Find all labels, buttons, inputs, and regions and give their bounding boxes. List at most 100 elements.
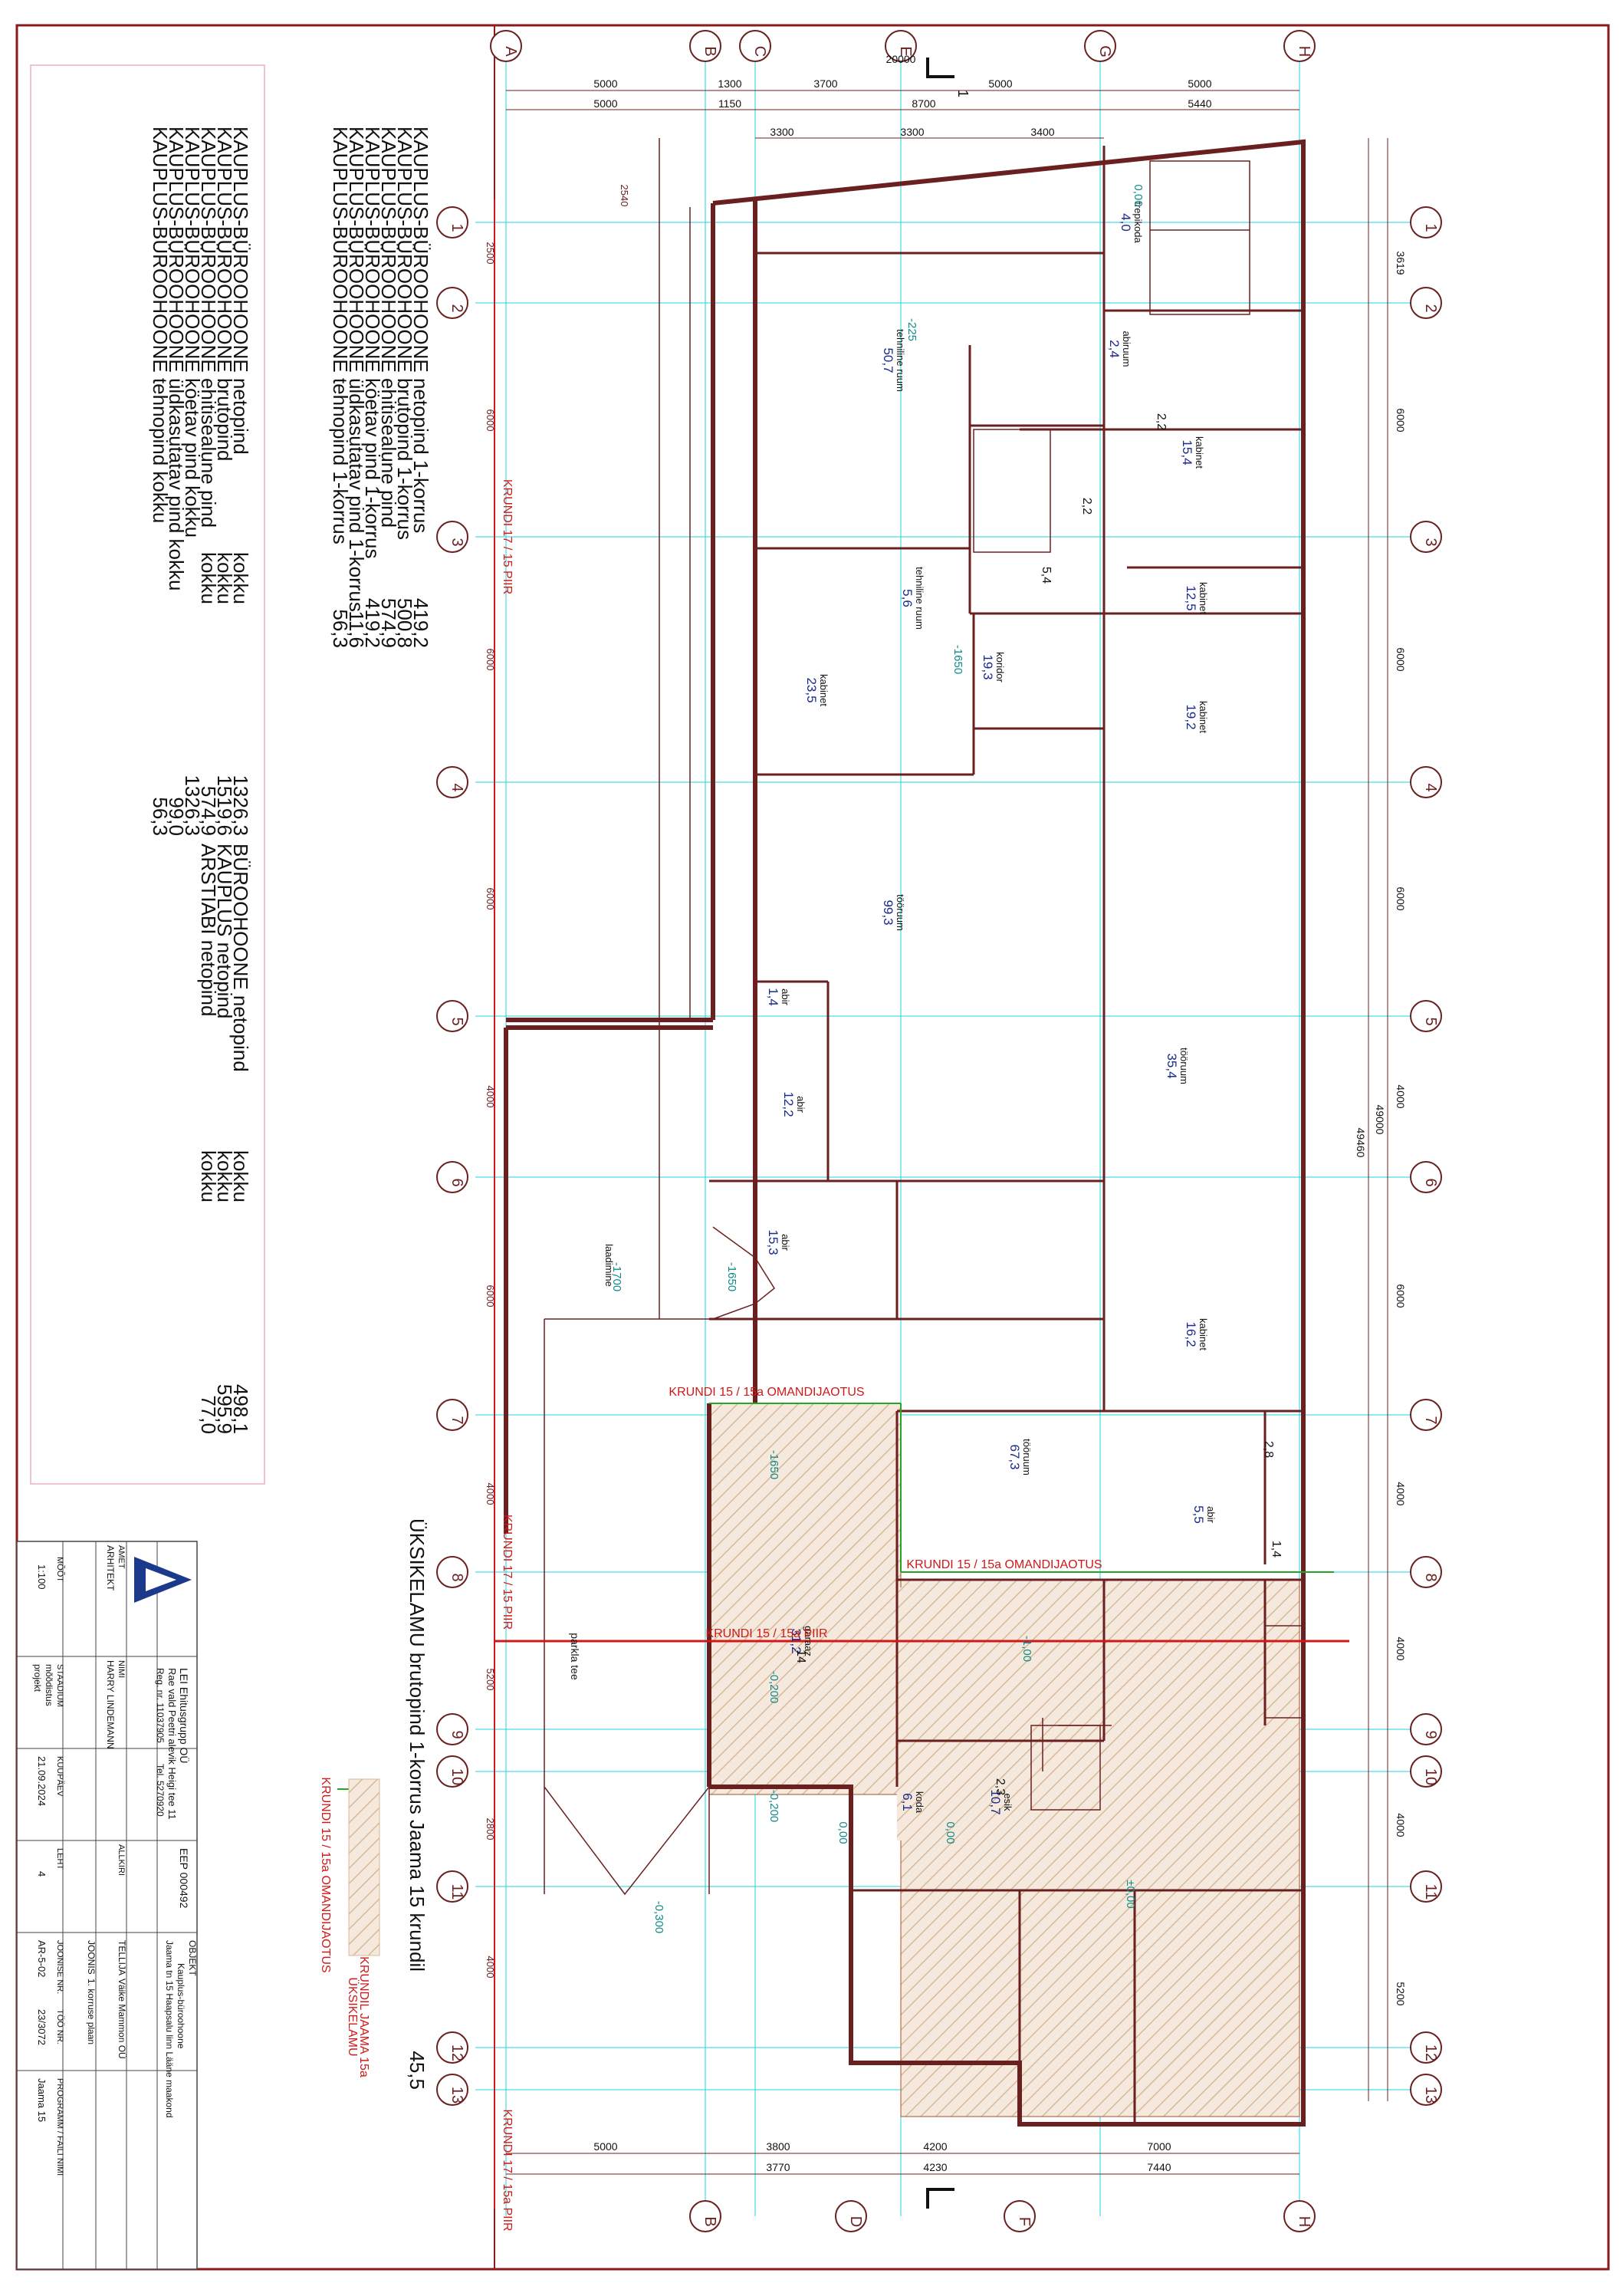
grid-row-label: 11 bbox=[448, 1884, 465, 1900]
grid-bubble-row bbox=[436, 2031, 468, 2064]
wc-area: 2,8 bbox=[1262, 1441, 1275, 1458]
plot-label: KRUNDI 17 / 15 PIIR bbox=[501, 479, 514, 594]
room-area: 12,2 bbox=[781, 1091, 796, 1117]
section-mark-label: 1 bbox=[955, 90, 971, 97]
dimension-text: 5000 bbox=[593, 2140, 617, 2153]
summary-text: KAUPLUS-BÜROOHOONE tehnopind 1-korrus bbox=[329, 127, 352, 544]
house-legend: ÜKSIKELAMU brutopind 1-korrus Jaama 15 k… bbox=[319, 1518, 429, 2090]
summary-text: KAUPLUS-BÜROOHOONE köetav pind 1-korrus bbox=[361, 127, 384, 559]
level-marker: 0,00 bbox=[836, 1821, 849, 1844]
level-marker: -0,200 bbox=[767, 1671, 780, 1704]
dimension-text: 4230 bbox=[923, 2161, 947, 2173]
grid-bubble-column bbox=[1283, 30, 1316, 62]
grid-bubble-column bbox=[885, 30, 917, 62]
plot-label: KRUNDI 15 / 15a OMANDIJAOTUS bbox=[669, 1386, 864, 1399]
dimension-text: 6000 bbox=[485, 649, 496, 671]
summary-text: KAUPLUS-BÜROOHOONE tehnopind kokku bbox=[149, 127, 172, 523]
room-area: 10,7 bbox=[988, 1789, 1003, 1814]
title-block-text: MÕÕT bbox=[55, 1557, 65, 1582]
summary-text: 77,0 bbox=[197, 1395, 220, 1434]
dimension-text: 3770 bbox=[766, 2161, 790, 2173]
grid-row-label: 7 bbox=[448, 1416, 465, 1424]
title-block-text: Jaama 15 bbox=[36, 2078, 48, 2122]
summary-text: ARSTIABI netopind bbox=[197, 844, 220, 1016]
dimension-text: 6000 bbox=[1395, 647, 1407, 671]
title-block-text: 1:100 bbox=[36, 1564, 48, 1590]
title-block-text: TÖÖ NR. bbox=[55, 2009, 64, 2044]
grid-column-label: H bbox=[1296, 46, 1313, 57]
dimension-text: 3700 bbox=[813, 77, 837, 90]
grid-bubble-row bbox=[1410, 1556, 1442, 1588]
house-area-value: 45,5 bbox=[406, 2051, 429, 2090]
level-marker: -1650 bbox=[725, 1262, 738, 1291]
level-marker: -225 bbox=[905, 318, 918, 341]
wc-area: 1,4 bbox=[1270, 1541, 1283, 1558]
sheet-border bbox=[15, 24, 1610, 2271]
room-name: garaaz bbox=[803, 1626, 814, 1656]
grid-bubble-row bbox=[1410, 287, 1442, 319]
title-block-text: LEI Ehitusgrupp OÜ bbox=[178, 1668, 191, 1764]
level-marker: 0,00 bbox=[944, 1821, 957, 1844]
grid-bubble-column bbox=[689, 2200, 721, 2232]
dimension-text: 3400 bbox=[1030, 126, 1054, 138]
dimension-text: 5000 bbox=[593, 97, 617, 110]
grid-bubble-row bbox=[436, 1713, 468, 1745]
grid-bubble-row bbox=[1410, 206, 1442, 238]
grid-bubble-row bbox=[436, 521, 468, 553]
summary-text: KAUPLUS-BÜROOHOONE üldkasutatav pind 1-k… bbox=[345, 127, 368, 612]
grid-row-label: 4 bbox=[448, 783, 465, 791]
title-block-text: Kauplus-büroohoone bbox=[176, 1963, 186, 2049]
house-legend-text: KRUNDI 15 / 15a OMANDIJAOTUS bbox=[319, 1777, 332, 1972]
dimension-text: 49460 bbox=[1355, 1128, 1367, 1158]
room-name: kabinet bbox=[818, 674, 830, 706]
company-logo-inner bbox=[146, 1568, 176, 1591]
grid-bubble-row bbox=[436, 1161, 468, 1193]
wc-area: 14 bbox=[794, 1650, 807, 1663]
plot-label: KRUNDI 17 / 15a PIIR bbox=[501, 2109, 514, 2231]
title-block-text: KUUPÄEV bbox=[55, 1756, 64, 1797]
dimension-text: 3800 bbox=[766, 2140, 790, 2153]
dimension-text: 3300 bbox=[900, 126, 924, 138]
title-block-text: 23/3072 bbox=[36, 2009, 48, 2045]
title-block-text: Tel. 5270920 bbox=[155, 1764, 166, 1817]
room-name: abir bbox=[780, 1234, 791, 1251]
plot-labels: KRUNDI 17 / 15 PIIR KRUNDI 15 / 15a OMAND… bbox=[501, 479, 1102, 2232]
summary-text: 1326,3 bbox=[229, 775, 252, 836]
dimension-text: 5000 bbox=[988, 77, 1012, 90]
title-block-text: TELLIJA bbox=[117, 1940, 127, 1975]
grid-bubble-row bbox=[1410, 1870, 1442, 1903]
room-name: esik bbox=[1002, 1793, 1014, 1811]
summary-text: KAUPLUS-BÜROOHOONE köetav pind kokku bbox=[181, 127, 204, 538]
grid-bubble-row bbox=[1410, 1399, 1442, 1431]
summary-text: 1326,3 bbox=[181, 775, 204, 836]
grid-column-label: E bbox=[897, 46, 914, 56]
grid-bubble-row bbox=[436, 1870, 468, 1903]
outdoor-lines bbox=[544, 138, 1112, 1896]
house-area-label: ÜKSIKELAMU brutopind 1-korrus Jaama 15 k… bbox=[406, 1518, 429, 1972]
summary-text: KAUPLUS-BÜROOHOONE üldkasutatav pind kok… bbox=[165, 127, 188, 590]
room-name: tööruum bbox=[895, 894, 906, 931]
title-block-text: AMET bbox=[117, 1545, 126, 1569]
room-area: 35,4 bbox=[1165, 1053, 1179, 1078]
room-area: 23,5 bbox=[804, 677, 819, 702]
title-block-text: 4 bbox=[36, 1871, 48, 1877]
summary-text: kokku bbox=[197, 552, 220, 604]
grid-row-label: 6 bbox=[448, 1178, 465, 1186]
room-area: 6,1 bbox=[900, 1793, 915, 1811]
house-legend-text: ÜKSIKELAMU bbox=[346, 1977, 360, 2056]
grid-row-label: 9 bbox=[448, 1730, 465, 1738]
grid-row-label: 7 bbox=[1422, 1416, 1439, 1424]
summary-text: 419,2 bbox=[361, 598, 384, 648]
title-block-text: Väike Mammon OÜ bbox=[117, 1979, 127, 2059]
dimension-text: 5000 bbox=[593, 77, 617, 90]
room-area: 15,3 bbox=[766, 1229, 780, 1255]
summary-text: 1519,6 bbox=[213, 775, 236, 836]
grid-row-label: 4 bbox=[1422, 783, 1439, 791]
grid-bubble-row bbox=[436, 287, 468, 319]
room-name: abir bbox=[780, 988, 791, 1005]
summary-text: 56,3 bbox=[329, 609, 352, 648]
house-legend-text: KRUNDIL JAAMA 15a bbox=[357, 1956, 370, 2077]
plot-label: KRUNDI 17 / 15 PIIR bbox=[501, 1515, 514, 1630]
